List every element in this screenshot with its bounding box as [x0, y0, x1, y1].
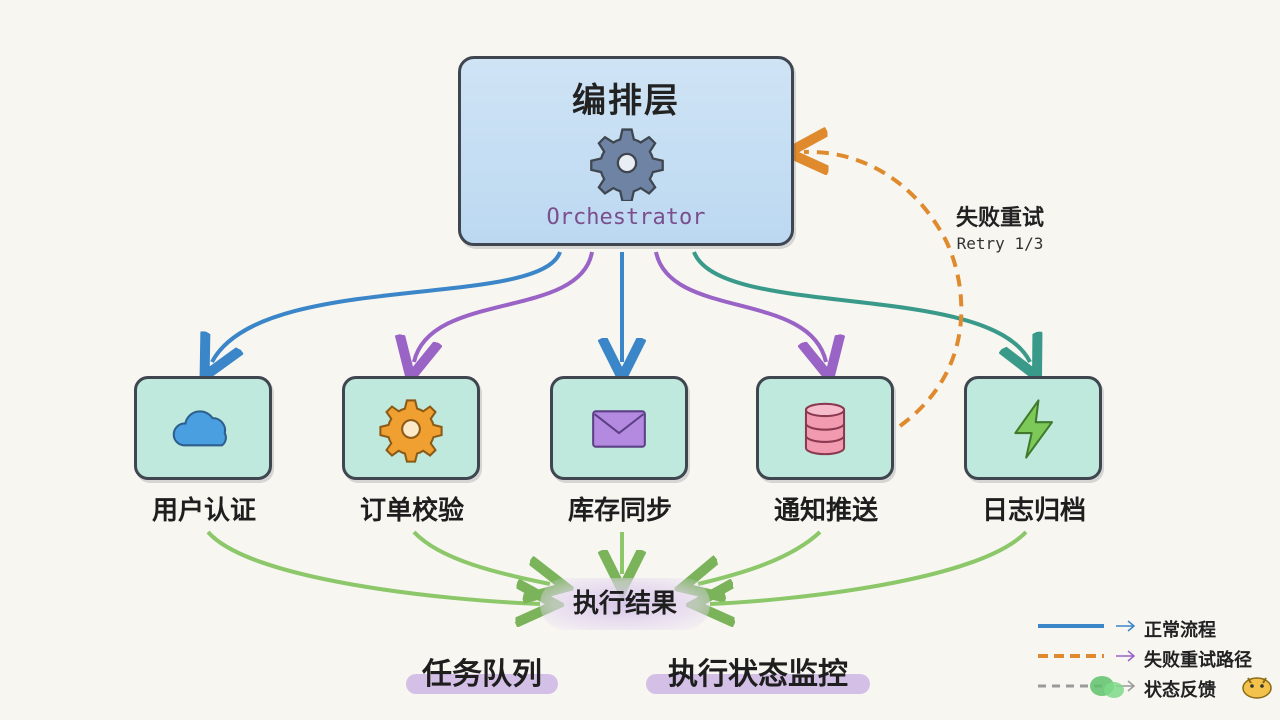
- arrow-auth-result: [206, 530, 540, 604]
- legend-swatch-dashed: [1038, 650, 1136, 662]
- service-box-auth: [134, 376, 272, 480]
- arrow-order-result: [412, 530, 550, 584]
- legend-label: 失败重试路径: [1144, 650, 1252, 671]
- tag-task-queue: 任务队列: [406, 652, 558, 698]
- legend-swatch-solid: [1038, 620, 1136, 632]
- orchestrator-box: 编排层 Orchestrator: [458, 56, 794, 246]
- retry-path: [804, 152, 964, 428]
- service-label-order: 订单校验: [359, 496, 464, 526]
- orchestrator-subtitle: Orchestrator: [546, 205, 706, 230]
- legend-item-normal: 正常流程: [1036, 612, 1276, 642]
- retry-label: 失败重试: [955, 206, 1044, 231]
- service-box-notify: [756, 376, 894, 480]
- arrow-to-notify: [654, 251, 826, 362]
- service-box-inventory: [550, 376, 688, 480]
- gear-icon: [590, 128, 664, 201]
- envelope-icon: [592, 410, 646, 448]
- arrow-to-order: [414, 251, 594, 362]
- service-label-inventory: 库存同步: [567, 496, 672, 526]
- result-node: 执行结果: [540, 578, 710, 630]
- arrow-to-auth: [212, 251, 562, 362]
- arrow-notify-result: [698, 530, 822, 584]
- legend-label: 状态反馈: [1144, 680, 1216, 701]
- legend-item-feedback: 状态反馈: [1036, 672, 1276, 702]
- mascot-icon: [1242, 677, 1272, 699]
- service-box-order: [342, 376, 480, 480]
- legend: 正常流程 失败重试路径 状态反馈: [1036, 612, 1276, 702]
- service-box-log: [964, 376, 1102, 480]
- chat-bubble-icon: [1090, 676, 1124, 698]
- service-label-notify: 通知推送: [773, 496, 878, 526]
- gear-icon: [379, 399, 443, 463]
- lightning-icon: [1014, 399, 1054, 459]
- legend-label: 正常流程: [1144, 620, 1216, 641]
- arrow-to-log: [692, 251, 1030, 362]
- database-icon: [804, 402, 846, 456]
- service-label-log: 日志归档: [981, 496, 1086, 526]
- tag-status-monitor-label: 执行状态监控: [668, 657, 848, 692]
- retry-count: Retry 1/3: [956, 234, 1044, 253]
- orchestrator-title: 编排层: [572, 81, 680, 121]
- arrow-log-result: [710, 530, 1028, 604]
- cloud-icon: [172, 410, 227, 447]
- tag-status-monitor: 执行状态监控: [646, 652, 870, 698]
- service-label-auth: 用户认证: [151, 496, 256, 526]
- legend-item-retry: 失败重试路径: [1036, 642, 1276, 672]
- tag-task-queue-label: 任务队列: [422, 657, 542, 692]
